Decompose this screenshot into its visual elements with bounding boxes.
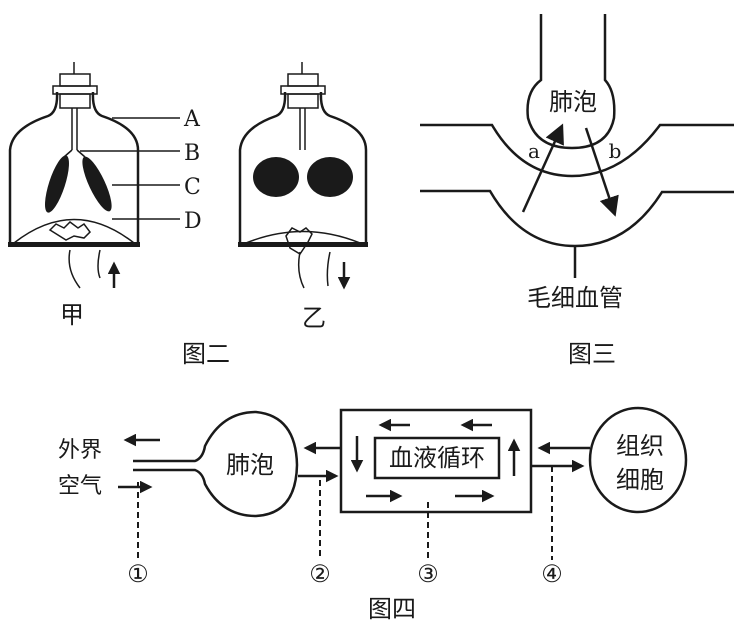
- diaphragm: [13, 218, 135, 244]
- marker-4: ④: [541, 560, 563, 588]
- hand-fingers: [297, 251, 331, 289]
- stopper-body: [287, 93, 319, 109]
- figure-3: 肺泡 毛细血管 a b 图三: [420, 14, 734, 368]
- lung-right-deflated: [82, 156, 112, 212]
- figure-4-caption: 图四: [368, 595, 416, 623]
- label-C: C: [184, 175, 201, 200]
- stopper-top: [287, 73, 319, 87]
- tissue-label-1: 组织: [616, 432, 664, 460]
- hand: [285, 227, 313, 256]
- marker-3: ③: [417, 560, 439, 588]
- label-A: A: [183, 107, 201, 132]
- tissue-cell-outline: [588, 406, 688, 514]
- outside-air-label-1: 外界: [58, 438, 102, 463]
- jar-base: [238, 242, 368, 247]
- jar-right-label: 乙: [302, 304, 326, 332]
- stopper-rim: [52, 85, 98, 95]
- diaphragm: [245, 230, 361, 244]
- arrow-b-label: b: [609, 139, 622, 163]
- bell-jar-wall: [238, 91, 368, 245]
- bell-jar-wall: [8, 91, 140, 245]
- arrow-a-icon: [521, 123, 564, 213]
- capillary-wall-bottom: [420, 189, 734, 248]
- label-D: D: [184, 209, 202, 234]
- alveolus-outline: [526, 14, 616, 150]
- marker-2: ②: [309, 560, 331, 588]
- jar-base: [8, 242, 140, 247]
- figure-2-caption: 图二: [182, 340, 230, 368]
- figure-3-caption: 图三: [568, 340, 616, 368]
- circulation-box: [339, 408, 533, 514]
- tissue-label-2: 细胞: [616, 466, 664, 494]
- circulation-inner-box: [373, 436, 501, 480]
- alveolus-label: 肺泡: [226, 451, 274, 479]
- figure-4: 外界 空气 肺泡 血液循环 组织 细胞 ① ② ③: [58, 406, 688, 623]
- capillary-label: 毛细血管: [527, 284, 623, 312]
- hand: [48, 221, 91, 241]
- jar-right: 乙: [238, 62, 368, 332]
- circulation-label: 血液循环: [389, 444, 485, 472]
- figure-2: A B C D 甲 乙 图二: [8, 62, 368, 368]
- stopper-rim: [280, 85, 326, 95]
- alveolus-outline: [133, 410, 299, 518]
- stopper-top: [59, 73, 91, 87]
- hand-fingers: [68, 249, 101, 289]
- jar-left: A B C D 甲: [8, 62, 202, 329]
- lung-left-inflated: [253, 157, 299, 197]
- stopper-body: [59, 93, 91, 109]
- lung-left-deflated: [45, 155, 69, 213]
- marker-1: ①: [127, 560, 149, 588]
- label-B: B: [184, 141, 200, 166]
- arrow-a-label: a: [528, 139, 540, 163]
- arrow-b-icon: [584, 127, 619, 217]
- outside-air-label-2: 空气: [58, 474, 102, 499]
- jar-left-label: 甲: [60, 301, 84, 329]
- lung-right-inflated: [307, 157, 353, 197]
- alveolus-label: 肺泡: [549, 88, 597, 116]
- capillary-wall-top: [420, 123, 734, 178]
